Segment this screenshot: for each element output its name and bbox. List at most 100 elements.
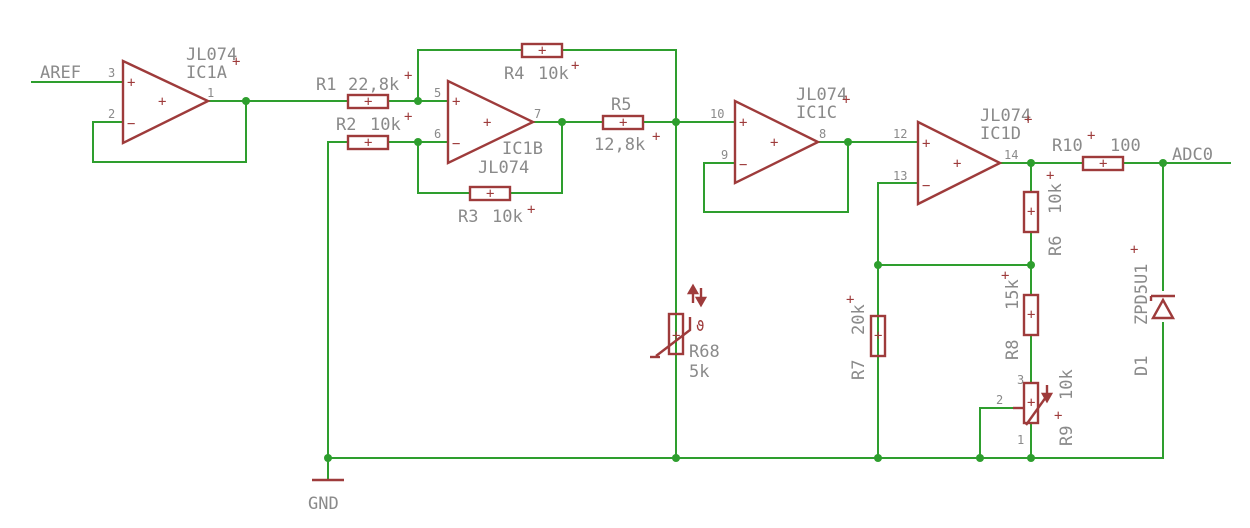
resistor-name: R10 <box>1052 136 1083 156</box>
junction-dot <box>976 454 984 462</box>
origin-mark: + <box>527 202 535 218</box>
opamp-plus-input-mark: + <box>739 115 747 131</box>
opamp-minus-input-mark: − <box>127 116 135 132</box>
opamp-ic1c[interactable]: + − + 10 9 8 JL074 IC1C + <box>710 85 850 185</box>
diode-name: D1 <box>1132 356 1152 376</box>
trimmer-value: 10k <box>1057 369 1077 400</box>
trimmer-slash <box>1025 396 1047 426</box>
opamp-triangle <box>446 79 536 165</box>
resistor-name: R5 <box>611 95 631 115</box>
opamp-ic1d[interactable]: + − + 12 13 14 JL074 IC1D + <box>893 106 1032 206</box>
resistor-r3[interactable]: + R3 10k + <box>458 185 535 227</box>
opamp-ic1b[interactable]: + − + 5 6 7 IC1B JL074 <box>434 79 543 178</box>
origin-mark: + <box>842 92 850 108</box>
opamp-name-label: IC1B <box>502 139 543 159</box>
diode-value: ZPD5U1 <box>1132 264 1152 325</box>
resistor-name: R4 <box>504 64 524 84</box>
pin-number: 13 <box>893 169 907 183</box>
thermistor-theta: ϑ <box>696 319 704 335</box>
wire-r3-right <box>509 121 563 194</box>
zener-diode-d1[interactable]: D1 ZPD5U1 + <box>1130 242 1176 376</box>
trimmer-body <box>1022 381 1040 425</box>
resistor-value: 10k <box>1046 183 1066 214</box>
resistor-name: R3 <box>458 207 478 227</box>
junction-dot <box>874 454 882 462</box>
wire-ic1a-feedback <box>92 100 247 163</box>
resistor-r6[interactable]: + R6 10k + <box>1022 168 1066 256</box>
thermistor-value: 5k <box>689 362 709 382</box>
pin-number: 1 <box>1017 433 1024 447</box>
diode-triangle <box>1150 297 1176 320</box>
pin-number: 8 <box>819 127 826 141</box>
resistor-value: 10k <box>538 64 569 84</box>
resistor-value: 10k <box>492 207 523 227</box>
pin-number: 9 <box>721 148 728 162</box>
pin-number: 12 <box>893 127 907 141</box>
origin-mark: + <box>1046 168 1054 184</box>
junction-dot <box>672 118 680 126</box>
junction-dot <box>672 454 680 462</box>
resistor-body <box>601 114 645 131</box>
opamp-triangle <box>121 59 211 145</box>
resistor-origin-mark: + <box>538 43 546 59</box>
opamp-type-label: JL074 <box>980 106 1031 126</box>
junction-dot <box>1027 159 1035 167</box>
junction-dot <box>1027 454 1035 462</box>
pin-number: 2 <box>996 393 1003 407</box>
resistor-origin-mark: + <box>1027 307 1035 323</box>
opamp-triangle <box>916 120 1003 206</box>
resistor-name: R6 <box>1046 236 1066 256</box>
resistor-body <box>1022 293 1040 337</box>
pin-number: 10 <box>710 107 724 121</box>
wires <box>31 49 1231 479</box>
resistor-r7[interactable]: + R7 20k + <box>846 292 887 380</box>
junction-dot <box>1159 159 1167 167</box>
resistor-r8[interactable]: + R8 15k + <box>1001 268 1040 360</box>
junction-dot <box>324 454 332 462</box>
origin-mark: + <box>846 292 854 308</box>
resistor-origin-mark: + <box>486 186 494 202</box>
junction-dot <box>1027 261 1035 269</box>
wire-ic1d-minus <box>877 182 919 459</box>
resistor-r5[interactable]: + R5 12,8k + <box>594 95 660 155</box>
opamp-plus-input-mark: + <box>922 136 930 152</box>
pin-number: 3 <box>108 66 115 80</box>
ground-label: GND <box>308 494 339 514</box>
resistor-body <box>1022 190 1040 234</box>
resistor-value: 22,8k <box>348 75 399 95</box>
opamp-ic1a[interactable]: + − + 3 2 1 JL074 IC1A + <box>108 45 240 145</box>
junction-dot <box>414 138 422 146</box>
wire-r4-right <box>561 49 677 459</box>
resistor-name: R2 <box>336 115 356 135</box>
junction-dot <box>558 118 566 126</box>
opamp-type-label: JL074 <box>796 85 847 105</box>
resistor-name: R8 <box>1003 340 1023 360</box>
resistor-value: 15k <box>1003 279 1023 310</box>
opamp-origin-mark: + <box>158 94 166 110</box>
thermistor-origin-mark: + <box>672 328 680 344</box>
net-label-aref: AREF <box>40 63 81 83</box>
opamp-plus-input-mark: + <box>127 75 135 91</box>
opamp-minus-input-mark: − <box>922 178 930 194</box>
resistor-value: 10k <box>370 115 401 135</box>
thermistor-r68[interactable]: ϑ + R68 5k <box>650 283 720 382</box>
origin-mark: + <box>571 58 579 74</box>
resistor-r4[interactable]: + R4 10k + <box>504 42 579 84</box>
resistor-r10[interactable]: + R10 + 100 <box>1052 128 1141 172</box>
origin-mark: + <box>1087 128 1095 144</box>
origin-mark: + <box>1054 408 1062 424</box>
origin-mark: + <box>1001 268 1009 284</box>
opamp-origin-mark: + <box>953 156 961 172</box>
resistor-body <box>468 185 512 202</box>
resistor-value: 100 <box>1110 136 1141 156</box>
resistor-r2[interactable]: + R2 10k + <box>336 109 412 151</box>
pin-number: 2 <box>108 107 115 121</box>
origin-mark: + <box>652 129 660 145</box>
resistor-body <box>346 93 390 110</box>
resistor-origin-mark: + <box>1027 204 1035 220</box>
trimmer-r9[interactable]: + 3 2 1 R9 10k + <box>996 369 1077 447</box>
opamp-plus-input-mark: + <box>452 94 460 110</box>
resistor-body <box>869 314 887 358</box>
resistor-r1[interactable]: + R1 22,8k + <box>316 68 412 110</box>
